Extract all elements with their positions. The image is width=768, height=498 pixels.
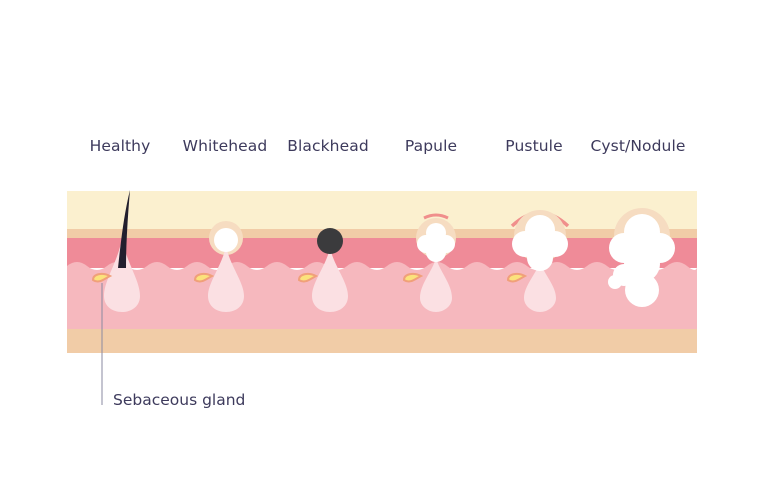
sebaceous-gland-icon — [506, 272, 528, 283]
pustule-blob — [512, 215, 568, 271]
subcutaneous-tan-layer — [67, 329, 697, 353]
label-cyst-nodule: Cyst/Nodule — [590, 137, 686, 155]
follicle-shape — [524, 262, 556, 312]
label-whitehead: Whitehead — [182, 137, 268, 155]
blackhead-follicle — [297, 228, 348, 312]
pustule-follicle — [506, 210, 570, 312]
papule-blob — [417, 223, 455, 262]
sebaceous-gland-icon — [297, 272, 319, 283]
label-pustule: Pustule — [505, 137, 563, 155]
hair-strand — [118, 190, 130, 268]
label-blackhead: Blackhead — [287, 137, 369, 155]
follicle-shape — [104, 238, 140, 312]
label-healthy: Healthy — [89, 137, 151, 155]
whitehead-plug — [214, 228, 238, 252]
follicle-shape — [208, 246, 244, 312]
sebaceous-gland-icon — [91, 272, 113, 283]
cyst-follicle — [608, 208, 675, 307]
dermis-pink-layer — [67, 262, 697, 330]
label-papule: Papule — [404, 137, 458, 155]
papule-follicle — [402, 213, 456, 312]
whitehead-follicle — [193, 221, 244, 312]
follicle-shape — [420, 258, 452, 312]
cyst-blob — [608, 214, 675, 307]
sebaceous-gland-label: Sebaceous gland — [113, 391, 246, 409]
blackhead-plug — [317, 228, 343, 254]
follicle-shape — [312, 248, 348, 312]
sebaceous-gland-icon — [193, 272, 215, 283]
healthy-follicle — [91, 190, 140, 312]
sebaceous-gland-icon — [402, 272, 424, 283]
inflamed-ring — [423, 213, 449, 220]
upper-tan-band — [67, 229, 697, 239]
epidermis-top-layer — [67, 191, 697, 231]
